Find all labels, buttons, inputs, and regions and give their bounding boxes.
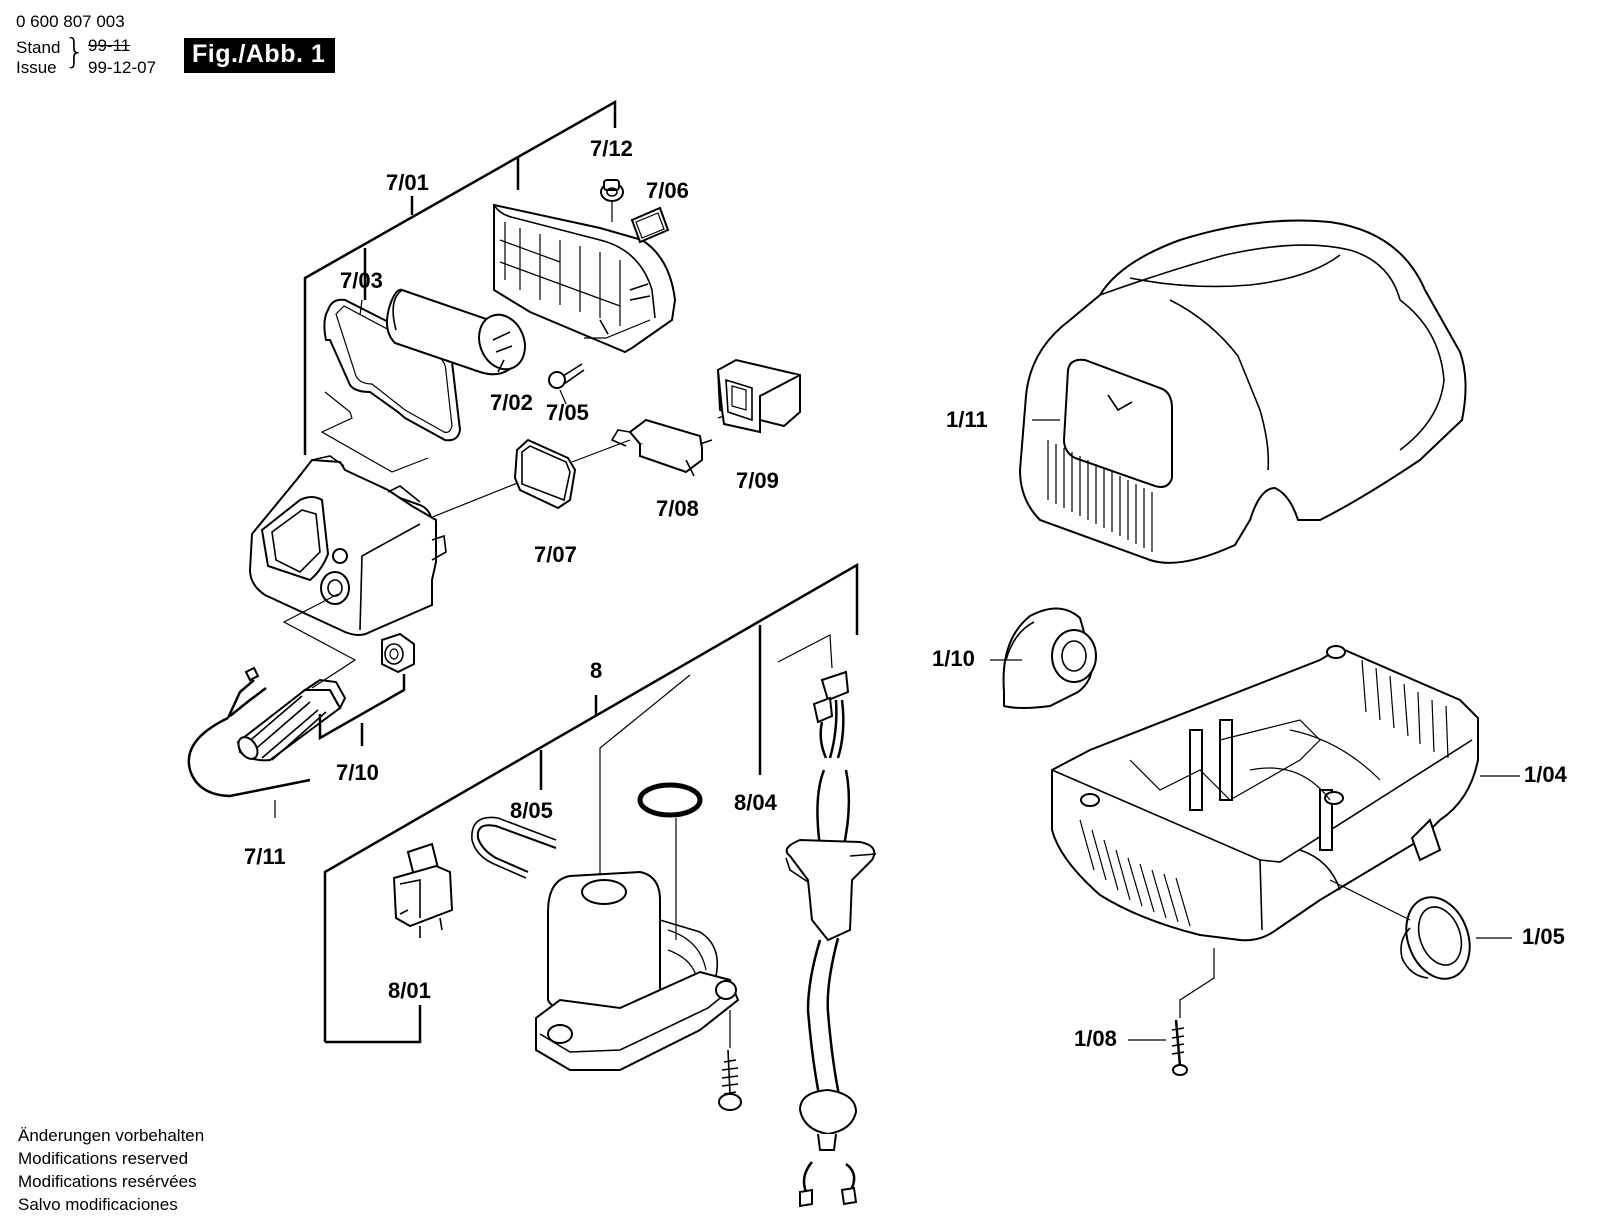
label-1-04: 1/04 — [1524, 762, 1568, 787]
label-7-08: 7/08 — [656, 496, 699, 521]
label-1-10: 1/10 — [932, 646, 975, 671]
stand-label: Stand — [16, 38, 61, 57]
disclaimer-line-en: Modifications reserved — [18, 1149, 189, 1168]
nut-7-10 — [381, 632, 415, 674]
screw-7-05 — [548, 363, 585, 405]
seal-7-06 — [630, 206, 670, 244]
clip-8-05 — [471, 816, 557, 879]
label-8-04: 8/04 — [734, 790, 778, 815]
leaders-right — [990, 419, 1520, 1041]
gasket-7-03 — [323, 298, 462, 442]
disclaimer-line-es: Salvo modificaciones — [18, 1195, 178, 1214]
switch-element-7-08 — [610, 418, 713, 477]
leaders-710-711 — [274, 593, 406, 818]
label-8-01: 8/01 — [388, 978, 431, 1003]
part-labels: 7/01 7/02 7/03 7/05 7/06 7/07 7/08 7/09 … — [244, 136, 1568, 1051]
label-8: 8 — [590, 658, 602, 683]
bracket-8 — [323, 562, 859, 1044]
disclaimer-line-de: Änderungen vorbehalten — [18, 1126, 205, 1145]
label-1-05: 1/05 — [1522, 924, 1565, 949]
leaders-lower — [599, 634, 833, 1048]
label-7-11: 7/11 — [244, 844, 286, 869]
cover-1-11 — [1018, 219, 1467, 564]
switch-8-01 — [392, 842, 454, 938]
screw-7-12 — [600, 179, 624, 202]
base-1-04 — [1051, 645, 1479, 942]
label-7-02: 7/02 — [490, 390, 533, 415]
label-1-11: 1/11 — [946, 407, 988, 432]
switch-housing — [248, 455, 447, 636]
brace-top: } — [64, 32, 86, 72]
issue-label: Issue — [16, 58, 57, 77]
screw-1-08 — [1171, 1019, 1188, 1076]
cable-gland-7-11 — [187, 666, 347, 798]
screw-bottom — [718, 1049, 742, 1111]
motor-pump-assembly — [535, 870, 740, 1071]
capacitor-7-02 — [385, 288, 526, 376]
label-7-05: 7/05 — [546, 400, 589, 425]
label-7-03: 7/03 — [340, 268, 383, 293]
disclaimer: Änderungen vorbehalten Modifications res… — [18, 1124, 204, 1216]
label-7-09: 7/09 — [736, 468, 779, 493]
figure-label: Fig./Abb. 1 — [184, 38, 336, 73]
label-7-01: 7/01 — [386, 170, 429, 195]
label-8-05: 8/05 — [510, 798, 553, 823]
new-date: 99-12-07 — [88, 58, 157, 77]
power-cable — [785, 670, 877, 1208]
label-7-07: 7/07 — [534, 542, 577, 567]
part-number: 0 600 807 003 — [16, 12, 125, 31]
label-7-06: 7/06 — [646, 178, 689, 203]
label-7-10: 7/10 — [336, 760, 379, 785]
bracket-7-01 — [303, 99, 617, 455]
label-7-12: 7/12 — [590, 136, 633, 161]
adapter-1-10 — [1002, 607, 1097, 709]
cap-1-05 — [1400, 896, 1471, 980]
switch-cover-7-07 — [513, 438, 577, 510]
switch-7-09 — [716, 358, 801, 434]
old-date: 99-11 — [88, 36, 131, 55]
disclaimer-line-fr: Modifications resérvées — [18, 1172, 197, 1191]
label-1-08: 1/08 — [1074, 1026, 1117, 1051]
o-ring-8-04 — [637, 782, 703, 818]
terminal-housing-top — [493, 203, 677, 354]
